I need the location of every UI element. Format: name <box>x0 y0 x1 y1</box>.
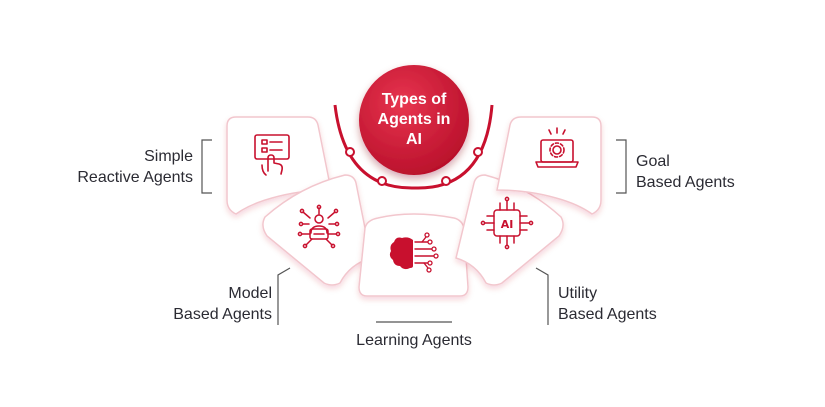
label-line: Simple <box>144 148 193 165</box>
label-line: Based Agents <box>636 174 735 191</box>
card-learning <box>358 213 469 297</box>
center-title-line: Agents in <box>377 111 451 128</box>
label-simple-reactive: Simple Reactive Agents <box>77 146 193 188</box>
card-goal-based <box>496 116 602 215</box>
label-model-based: Model Based Agents <box>173 283 272 325</box>
label-line: Based Agents <box>173 306 272 323</box>
laptop-gear-icon <box>535 127 579 168</box>
label-line: Goal <box>636 153 670 170</box>
label-learning: Learning Agents <box>334 330 494 351</box>
label-line: Utility <box>558 285 598 302</box>
touch-screen-checklist-icon <box>254 134 290 176</box>
ai-chip-text: AI <box>501 218 514 231</box>
arc-dot <box>473 147 483 157</box>
arc-dot <box>345 147 355 157</box>
arc-dot <box>441 176 451 186</box>
bracket-utility-based <box>535 267 549 325</box>
label-line: Learning Agents <box>356 332 472 349</box>
label-line: Model <box>228 285 272 302</box>
ai-chip-icon <box>480 196 534 250</box>
label-line: Based Agents <box>558 306 657 323</box>
center-title: Types of Agents in AI <box>359 65 469 175</box>
label-goal-based: Goal Based Agents <box>636 151 735 193</box>
bracket-goal-based <box>616 139 627 194</box>
center-title-line: AI <box>406 131 422 148</box>
brain-circuit-icon <box>389 232 439 273</box>
arc-dot <box>377 176 387 186</box>
center-title-line: Types of <box>381 91 447 108</box>
label-utility-based: Utility Based Agents <box>558 283 657 325</box>
card-model-based <box>262 174 372 286</box>
bracket-model-based <box>277 267 291 325</box>
bracket-simple-reactive <box>201 139 212 194</box>
label-line: Reactive Agents <box>77 169 193 186</box>
center-circle <box>359 65 469 175</box>
card-utility-based <box>455 174 564 286</box>
circuit-robot-icon <box>297 204 341 249</box>
